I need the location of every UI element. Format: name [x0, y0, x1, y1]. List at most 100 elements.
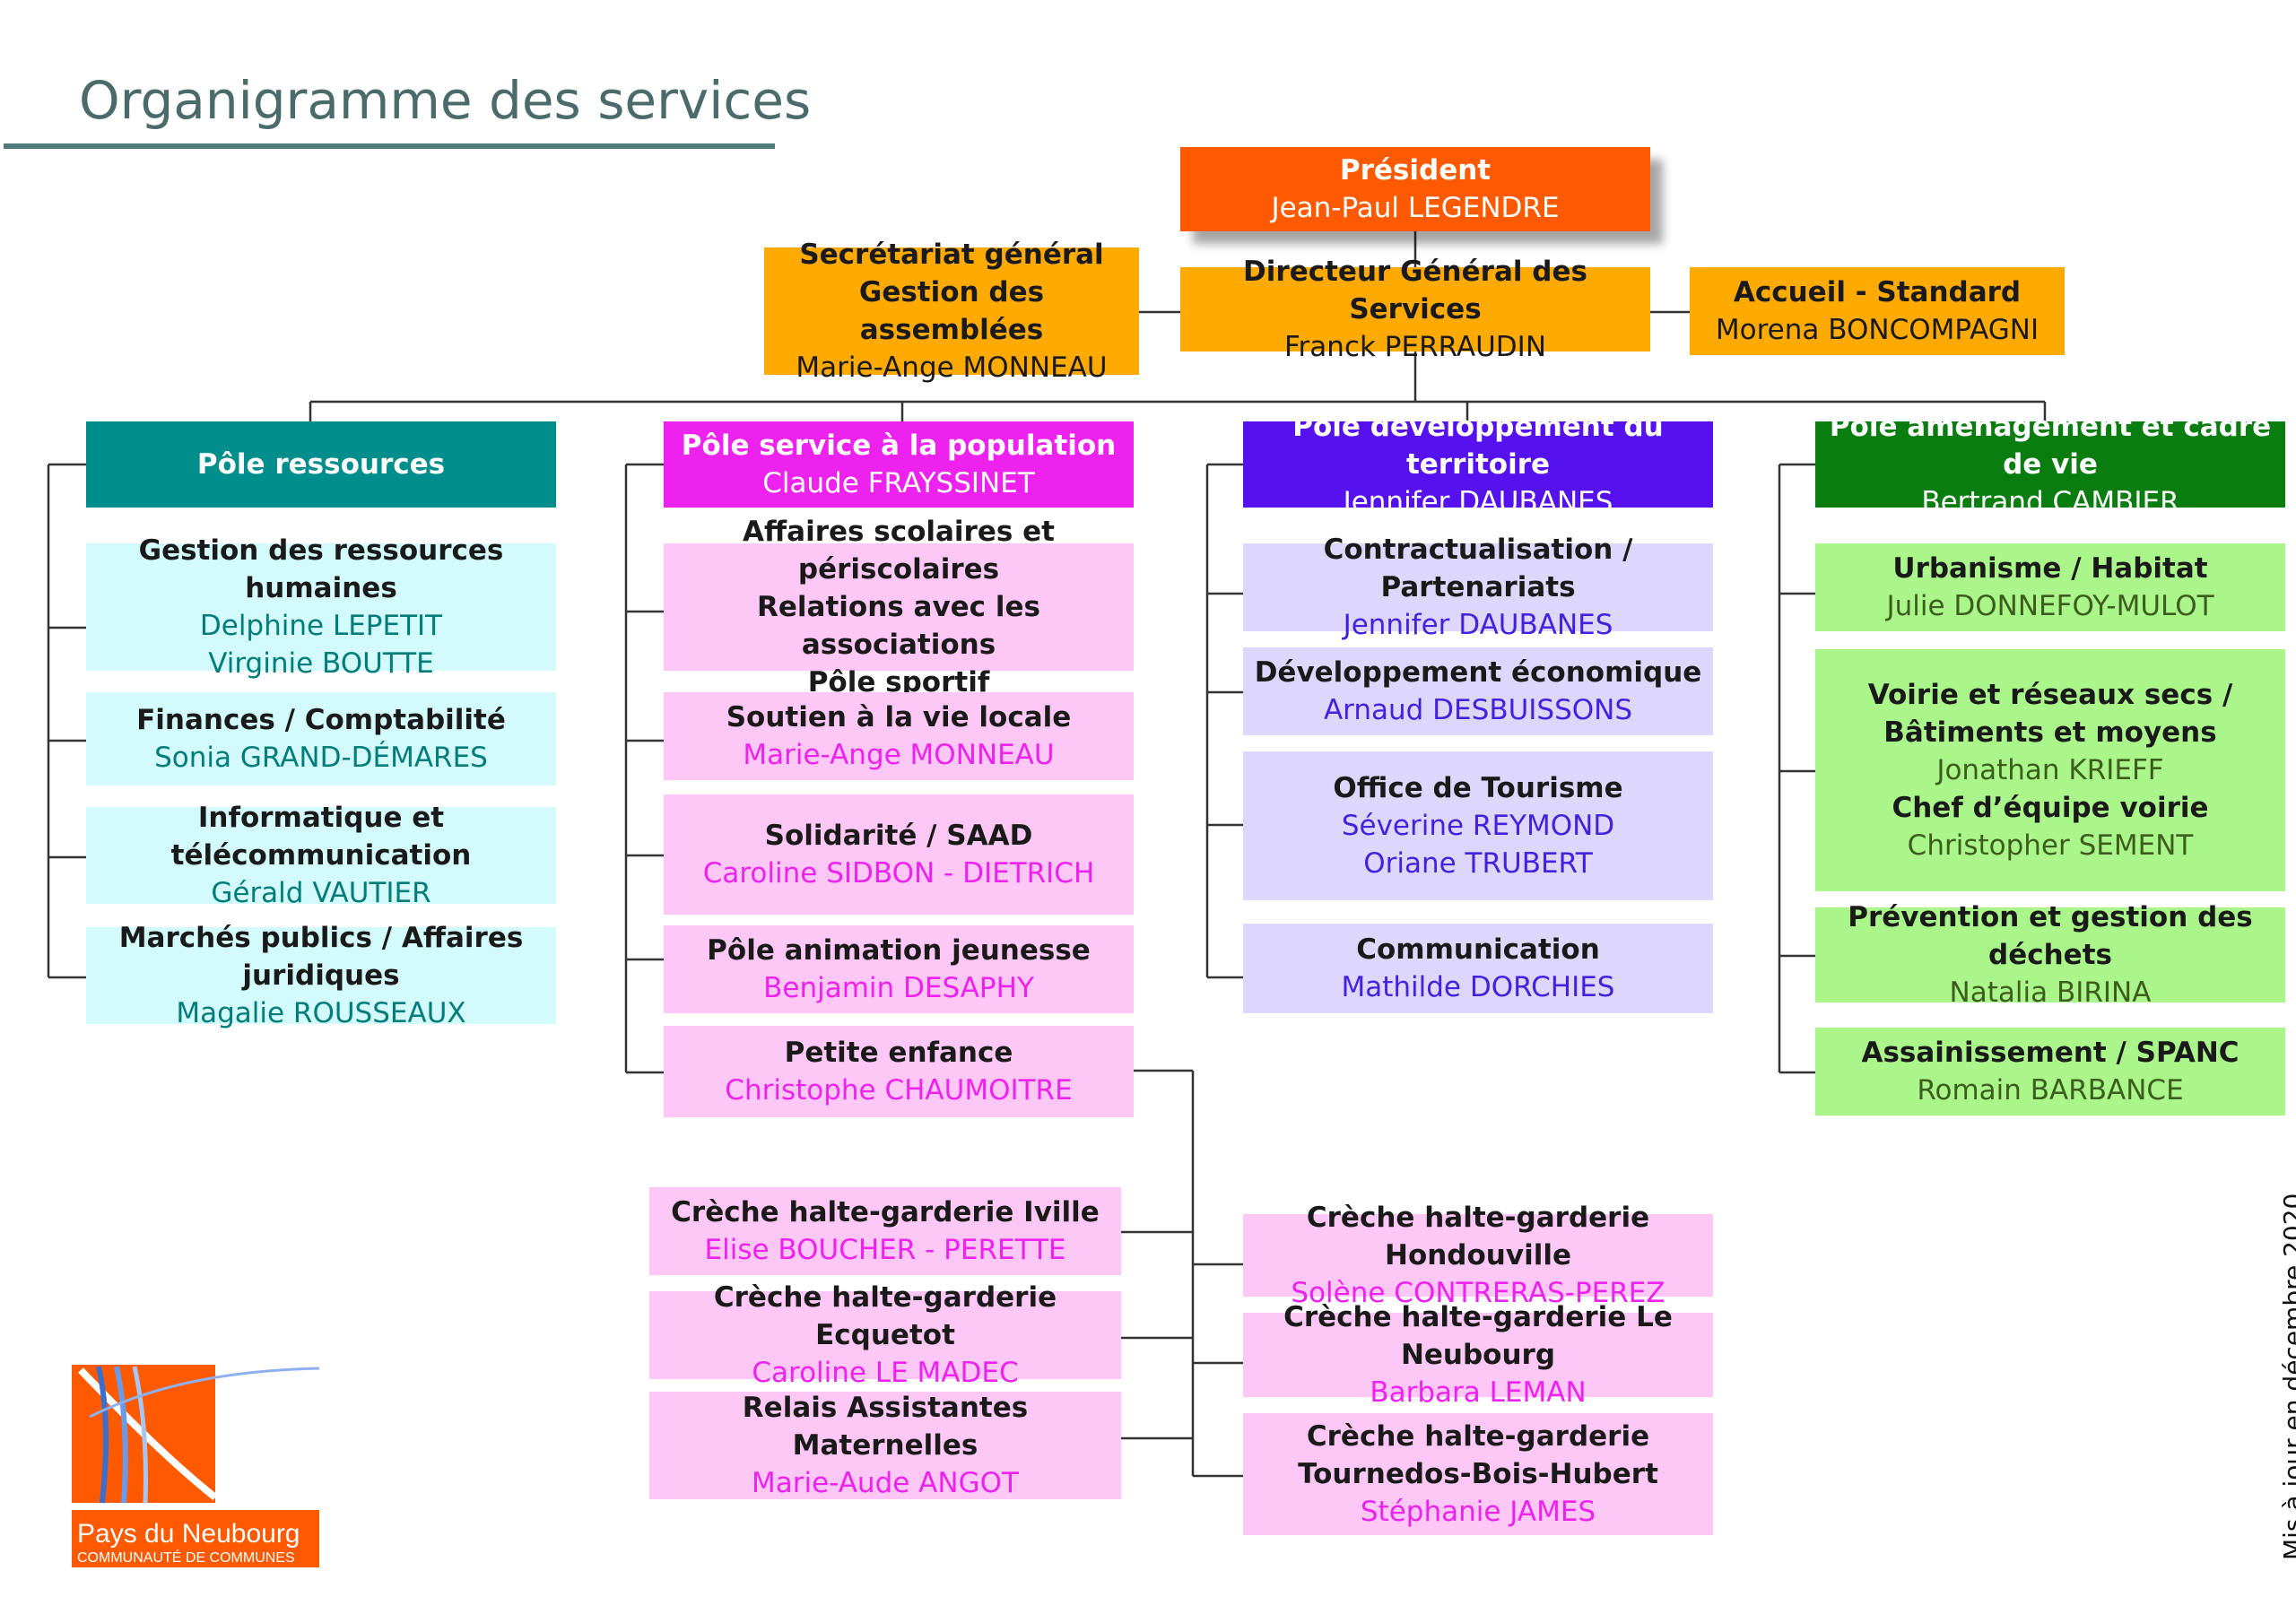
- dgs-name: Franck PERRAUDIN: [1283, 331, 1547, 363]
- title-underline: [4, 143, 775, 149]
- service-affaires-scolaires: Affaires scolaires et périscolaires Rela…: [664, 516, 1134, 699]
- service-rh: Gestion des ressources humaines Delphine…: [86, 534, 556, 680]
- pole-population-title: Pôle service à la population: [681, 430, 1117, 462]
- service-title: Relais Assistantes Maternelles: [742, 1392, 1029, 1462]
- pole-developpement-title: Pôle développement du territoire: [1292, 411, 1664, 481]
- secretariat-name: Marie-Ange MONNEAU: [796, 352, 1108, 384]
- service-subtitle: Chef d’équipe voirie: [1892, 792, 2209, 824]
- president-name: Jean-Paul LEGENDRE: [1271, 192, 1560, 224]
- service-title: Crèche halte-garderie Hondouville: [1306, 1202, 1650, 1271]
- secretariat-box: Secrétariat général Gestion des assemblé…: [764, 239, 1139, 384]
- service-title: Finances / Comptabilité: [136, 704, 506, 736]
- dgs-title: Directeur Général des Services: [1243, 256, 1587, 325]
- service-person: Oriane TRUBERT: [1363, 847, 1593, 880]
- creche-hondouville: Crèche halte-garderie Hondouville Solène…: [1243, 1202, 1713, 1309]
- service-title: Solidarité / SAAD: [764, 820, 1033, 852]
- service-title: Crèche halte-garderie Iville: [671, 1196, 1100, 1228]
- service-title: Développement économique: [1254, 656, 1702, 689]
- pole-developpement-head: Jennifer DAUBANES: [1343, 486, 1613, 518]
- service-person: Jennifer DAUBANES: [1343, 609, 1613, 641]
- service-informatique: Informatique et télécommunication Gérald…: [86, 802, 556, 909]
- page-title: Organigramme des services: [79, 70, 812, 131]
- pole-population-head: Claude FRAYSSINET: [762, 467, 1035, 499]
- logo-subtitle: COMMUNAUTÉ DE COMMUNES: [77, 1549, 295, 1566]
- logo-name: Pays du Neubourg: [77, 1519, 300, 1549]
- pole-developpement-header: Pôle développement du territoire Jennife…: [1243, 411, 1713, 518]
- service-title: Tournedos-Bois-Hubert: [1298, 1458, 1658, 1490]
- service-tourisme: Office de Tourisme Séverine REYMOND Oria…: [1243, 751, 1713, 900]
- service-person: Caroline SIDBON - DIETRICH: [702, 857, 1095, 890]
- service-person: Christopher SEMENT: [1907, 829, 2194, 862]
- president-box: Président Jean-Paul LEGENDRE: [1180, 147, 1650, 231]
- service-person: Julie DONNEFOY-MULOT: [1886, 590, 2214, 622]
- service-assainissement: Assainissement / SPANC Romain BARBANCE: [1815, 1028, 2285, 1115]
- pole-ressources-header: Pôle ressources: [86, 421, 556, 508]
- service-title: Crèche halte-garderie: [1306, 1420, 1650, 1453]
- service-person: Sonia GRAND-DÉMARES: [154, 742, 488, 774]
- service-animation-jeunesse: Pôle animation jeunesse Benjamin DESAPHY: [664, 925, 1134, 1013]
- service-title: Urbanisme / Habitat: [1892, 552, 2208, 585]
- service-person: Virginie BOUTTE: [208, 647, 434, 680]
- service-person: Stéphanie JAMES: [1360, 1496, 1596, 1528]
- pole-amenagement-header: Pôle aménagement et cadre de vie Bertran…: [1815, 411, 2285, 518]
- service-title: Marchés publics / Affaires juridiques: [118, 922, 524, 992]
- service-dev-economique: Développement économique Arnaud DESBUISS…: [1243, 647, 1713, 735]
- service-title: Communication: [1356, 933, 1600, 966]
- service-person: Benjamin DESAPHY: [763, 972, 1034, 1004]
- service-person: Arnaud DESBUISSONS: [1323, 694, 1633, 726]
- service-person: Gérald VAUTIER: [211, 877, 431, 909]
- service-person: Delphine LEPETIT: [199, 610, 443, 642]
- service-urbanisme: Urbanisme / Habitat Julie DONNEFOY-MULOT: [1815, 543, 2285, 631]
- pole-ressources-title: Pôle ressources: [196, 448, 446, 481]
- pays-du-neubourg-logo: Pays du Neubourg COMMUNAUTÉ DE COMMUNES: [72, 1365, 319, 1567]
- service-voirie: Voirie et réseaux secs / Bâtiments et mo…: [1815, 649, 2285, 891]
- service-title: Informatique et télécommunication: [170, 802, 472, 872]
- service-person: Christophe CHAUMOITRE: [725, 1074, 1073, 1107]
- service-finances: Finances / Comptabilité Sonia GRAND-DÉMA…: [86, 692, 556, 785]
- service-title: Pôle animation jeunesse: [707, 934, 1091, 967]
- creche-iville: Crèche halte-garderie Iville Elise BOUCH…: [649, 1187, 1121, 1275]
- service-title: Gestion des ressources humaines: [138, 534, 504, 604]
- service-title: Assainissement / SPANC: [1861, 1037, 2239, 1069]
- service-title: Voirie et réseaux secs /: [1867, 679, 2233, 711]
- service-title: Petite enfance: [784, 1037, 1013, 1069]
- service-person: Magalie ROUSSEAUX: [176, 997, 466, 1029]
- pole-amenagement-title: Pôle aménagement et cadre de vie: [1829, 411, 2272, 481]
- creche-tournedos: Crèche halte-garderie Tournedos-Bois-Hub…: [1243, 1413, 1713, 1535]
- service-title: Crèche halte-garderie Le Neubourg: [1283, 1301, 1673, 1371]
- accueil-name: Morena BONCOMPAGNI: [1715, 314, 2039, 346]
- service-title: Contractualisation / Partenariats: [1323, 534, 1633, 603]
- service-title: Prévention et gestion des déchets: [1848, 901, 2253, 971]
- accueil-box: Accueil - Standard Morena BONCOMPAGNI: [1690, 267, 2065, 355]
- service-petite-enfance: Petite enfance Christophe CHAUMOITRE: [664, 1026, 1134, 1117]
- update-note: Mis à jour en décembre 2020: [2278, 1193, 2296, 1560]
- service-contractualisation: Contractualisation / Partenariats Jennif…: [1243, 534, 1713, 641]
- creche-le-neubourg: Crèche halte-garderie Le Neubourg Barbar…: [1243, 1301, 1713, 1409]
- service-title: Affaires scolaires et périscolaires: [743, 516, 1055, 586]
- secretariat-line1: Secrétariat général: [799, 239, 1104, 271]
- service-title: Soutien à la vie locale: [726, 701, 1072, 733]
- service-solidarite: Solidarité / SAAD Caroline SIDBON - DIET…: [664, 794, 1134, 915]
- service-person: Marie-Aude ANGOT: [752, 1467, 1019, 1499]
- service-title: Office de Tourisme: [1333, 772, 1623, 804]
- dgs-box: Directeur Général des Services Franck PE…: [1180, 256, 1650, 363]
- service-person: Natalia BIRINA: [1949, 976, 2152, 1009]
- service-title: Bâtiments et moyens: [1883, 716, 2217, 749]
- pole-population-header: Pôle service à la population Claude FRAY…: [664, 421, 1134, 508]
- service-vie-locale: Soutien à la vie locale Marie-Ange MONNE…: [664, 692, 1134, 780]
- service-dechets: Prévention et gestion des déchets Natali…: [1815, 901, 2285, 1009]
- service-title: Crèche halte-garderie Ecquetot: [713, 1281, 1057, 1351]
- service-marches: Marchés publics / Affaires juridiques Ma…: [86, 922, 556, 1029]
- service-person: Elise BOUCHER - PERETTE: [704, 1234, 1066, 1266]
- service-person: Romain BARBANCE: [1917, 1074, 2184, 1107]
- service-communication: Communication Mathilde DORCHIES: [1243, 924, 1713, 1013]
- president-title: Président: [1339, 154, 1492, 187]
- service-person: Solène CONTRERAS-PEREZ: [1291, 1277, 1665, 1309]
- service-person: Caroline LE MADEC: [752, 1357, 1019, 1389]
- service-person: Marie-Ange MONNEAU: [743, 739, 1055, 771]
- secretariat-line2: Gestion des assemblées: [858, 276, 1045, 346]
- relais-assistantes: Relais Assistantes Maternelles Marie-Aud…: [649, 1392, 1121, 1499]
- service-person: Barbara LEMAN: [1370, 1376, 1587, 1409]
- accueil-title: Accueil - Standard: [1733, 276, 2022, 308]
